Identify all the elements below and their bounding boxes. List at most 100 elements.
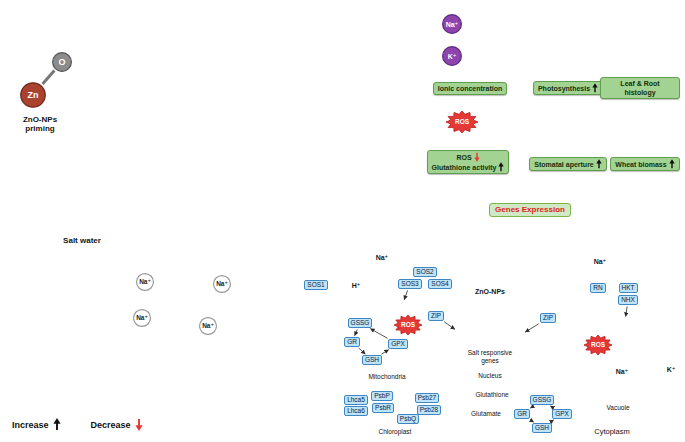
sodium-entry-left [390, 214, 394, 218]
arrow-head [669, 159, 674, 163]
glutathione-arrow [464, 402, 529, 406]
dna-helix [494, 327, 495, 333]
gene-box-text: Psb28 [420, 406, 438, 414]
zinc-atom-text: Zn [28, 91, 39, 100]
nanoparticle-icon [452, 284, 460, 292]
wheat-ear [169, 30, 175, 38]
ros-burst-text: ROS [591, 342, 605, 349]
sodium-ion-text: Na⁺ [446, 21, 459, 28]
effect-label: ROSGlutathione activity [427, 150, 510, 174]
mitochondrion-icon [432, 112, 492, 144]
potassium-arrow [640, 289, 669, 357]
connector-arrow [355, 329, 358, 335]
sodium-entry-left [382, 214, 386, 218]
leaf-section-icon [627, 19, 632, 31]
sodium-ion: Na⁺ [199, 317, 217, 335]
wheat-ear [199, 48, 205, 56]
sodium-entry-right [600, 214, 604, 218]
priming-arrow [92, 168, 165, 223]
ros-burst-text: ROS [401, 322, 415, 329]
zoom-circles [175, 288, 195, 308]
sodium-arrows [598, 267, 600, 278]
chloroplast-icon [575, 35, 583, 38]
sodium-dots [597, 371, 600, 374]
leaf-section-icon [639, 19, 644, 31]
sodium-dots [647, 371, 650, 374]
mitochondrion-icon [432, 112, 492, 144]
gene-box: PsbQ [397, 414, 419, 424]
oxygen-atom: O [52, 52, 72, 72]
ros-burst: ROS [584, 335, 612, 355]
uptake-arrows [526, 293, 540, 305]
dna-helix [477, 327, 503, 333]
leaf-section-icon [621, 19, 626, 31]
connector-arrow [530, 420, 533, 422]
connector-arrow [550, 420, 553, 422]
zoom-circles [203, 152, 221, 174]
pot [128, 262, 238, 340]
chloroplast-icon [546, 31, 590, 52]
sodium-dots [605, 361, 608, 364]
wheat-plant [108, 40, 262, 256]
arrow-heads [408, 267, 414, 272]
cell-membrane [304, 201, 678, 435]
zoom-circles [207, 157, 217, 169]
wheat-ear [163, 23, 169, 31]
gene-box-text: HKT [622, 284, 635, 292]
gene-box: GPX [552, 409, 572, 419]
potassium-ion-outline [443, 47, 462, 66]
increase-arrow [669, 159, 675, 169]
chloroplast-icon [560, 42, 568, 45]
gene-box-text: SOS4 [431, 280, 448, 288]
nanoparticle-icon [524, 282, 525, 294]
nanoparticle-icon [520, 284, 528, 292]
bond-line [43, 71, 55, 85]
sodium-ion: Na⁺ [213, 275, 231, 293]
left-ground [0, 0, 430, 442]
sodium-entry-left [388, 203, 389, 209]
sodium-dots [603, 382, 606, 385]
sodium-entry-right [606, 215, 607, 221]
legend-item: Decrease [91, 418, 143, 431]
zoom-dashes [185, 197, 298, 290]
nanoparticle-icon [453, 285, 459, 291]
gene-box-text: GPX [555, 410, 569, 418]
effect-label-text: Photosynthesis [538, 84, 590, 93]
wheat-ear [202, 42, 208, 50]
mitochondrion-body [336, 303, 439, 388]
wheat-ear [199, 55, 205, 63]
zoom-dashes [182, 168, 419, 184]
flask [38, 140, 83, 195]
sodium-dots [639, 380, 642, 383]
effect-label: Ionic concentration [433, 82, 508, 95]
chloroplast-icon [575, 31, 583, 34]
gene-box: SOS1 [304, 280, 327, 290]
leaf-section-icon [659, 26, 675, 42]
sodium-entry-left [385, 223, 388, 249]
zoom-circles [174, 148, 227, 308]
chloroplast-label: Chloroplast [379, 428, 412, 436]
zinc-atom: Zn [20, 82, 46, 108]
connector-arrow [525, 324, 538, 332]
zoom-circles [209, 163, 215, 164]
water-pitcher [60, 252, 104, 292]
oxygen-atom-text: O [58, 58, 65, 67]
gene-box: GSH [532, 423, 552, 433]
ionic-icon [473, 12, 476, 32]
arrow-shaft [56, 423, 58, 430]
sodium-entry-left [379, 203, 397, 249]
chloroplast-icon [541, 27, 595, 57]
gene-box-text: ZIP [431, 312, 441, 320]
gene-box: GSH [362, 355, 382, 365]
sodium-ion-outline [443, 15, 462, 34]
wheat-plant [148, 70, 176, 150]
nanoparticle-icon [456, 282, 457, 294]
wheat-plant [170, 40, 178, 256]
priming-arrow [151, 208, 165, 224]
pot [181, 270, 238, 298]
arrow-heads [327, 284, 332, 289]
leaf-section-icon [601, 14, 679, 50]
leaf-section-icon [603, 34, 609, 40]
zoom-dashes [182, 3, 419, 438]
